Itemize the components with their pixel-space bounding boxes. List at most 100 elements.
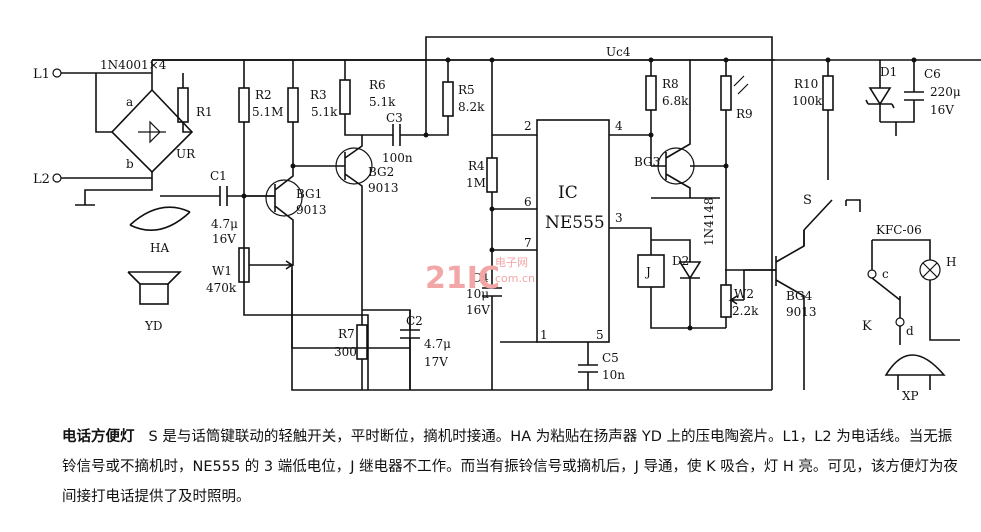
caption-title: 电话方便灯 — [62, 429, 135, 445]
transistor-bg2: BG2 9013 — [335, 135, 399, 310]
svg-text:100k: 100k — [792, 94, 823, 108]
svg-text:YD: YD — [144, 319, 163, 333]
svg-text:J: J — [644, 265, 651, 279]
svg-text:D1: D1 — [880, 65, 897, 79]
capacitor-c4: C4 10μ 16V — [466, 209, 537, 390]
svg-text:5: 5 — [596, 328, 604, 342]
svg-text:3: 3 — [615, 211, 623, 225]
svg-text:R7: R7 — [338, 327, 355, 341]
svg-text:4: 4 — [615, 119, 623, 133]
terminal-l2: L2 — [33, 172, 62, 187]
svg-text:10μ: 10μ — [466, 287, 489, 301]
caption-body: S 是与话筒键联动的轻触开关，平时断位，摘机时接通。HA 为粘贴在扬声器 YD … — [62, 429, 958, 505]
resistor-r10: R10 100k — [792, 57, 834, 180]
label-l2: L2 — [33, 172, 50, 187]
label-uc4: Uc4 — [606, 45, 631, 59]
svg-text:BG4: BG4 — [786, 289, 813, 303]
svg-text:XP: XP — [902, 389, 919, 403]
svg-text:9013: 9013 — [786, 305, 817, 319]
svg-text:C6: C6 — [924, 67, 941, 81]
svg-text:K: K — [862, 319, 872, 334]
svg-text:S: S — [803, 193, 812, 208]
svg-text:C5: C5 — [602, 351, 619, 365]
svg-text:R10: R10 — [794, 77, 818, 91]
svg-text:R8: R8 — [662, 77, 679, 91]
svg-text:100n: 100n — [382, 151, 413, 165]
svg-text:d: d — [906, 324, 914, 338]
potentiometer-w1: W1 470k — [206, 247, 295, 295]
svg-text:BG3: BG3 — [634, 155, 660, 169]
svg-text:R9: R9 — [736, 107, 753, 121]
svg-text:6.8k: 6.8k — [662, 94, 689, 108]
label-l1: L1 — [33, 67, 50, 82]
svg-text:1: 1 — [540, 328, 548, 342]
diode-d2: D2 1N4148 — [651, 197, 716, 331]
svg-text:BG1: BG1 — [296, 187, 322, 201]
svg-text:R1: R1 — [196, 105, 213, 119]
svg-text:21IC: 21IC — [425, 261, 500, 296]
watermark: 21IC 电子网 com.cn — [425, 256, 535, 296]
svg-text:2: 2 — [524, 119, 532, 133]
resistor-r6: R6 5.1k — [339, 60, 396, 136]
capacitor-c6: C6 220μ 16V — [880, 57, 961, 136]
svg-text:C4: C4 — [472, 271, 489, 285]
svg-text:2.2k: 2.2k — [732, 304, 759, 318]
zener-d1: D1 — [865, 60, 897, 122]
svg-text:com.cn: com.cn — [495, 272, 535, 285]
svg-text:R3: R3 — [310, 88, 327, 102]
svg-text:电子网: 电子网 — [495, 256, 528, 269]
potentiometer-w2: W2 2.2k — [720, 284, 759, 328]
resistor-r1: R1 — [177, 73, 213, 133]
svg-text:D2: D2 — [672, 254, 689, 268]
svg-text:C2: C2 — [406, 314, 423, 328]
svg-text:NE555: NE555 — [545, 213, 605, 233]
svg-text:9013: 9013 — [368, 181, 399, 195]
svg-text:16V: 16V — [212, 232, 236, 246]
resistor-r9: R9 — [720, 57, 753, 285]
switch-s: S — [803, 193, 861, 246]
svg-text:16V: 16V — [930, 103, 954, 117]
circuit-schematic: L1 L2 1N4001×4 a b UR R1 R2 5.1M R3 — [33, 36, 981, 403]
svg-text:c: c — [882, 267, 889, 281]
svg-text:4.7μ: 4.7μ — [211, 217, 238, 231]
capacitor-c3: C3 100n — [375, 111, 426, 165]
svg-text:5.1k: 5.1k — [369, 95, 396, 109]
svg-text:5.1M: 5.1M — [252, 105, 283, 119]
resistor-r8: R8 6.8k — [645, 57, 689, 150]
svg-text:BG2: BG2 — [368, 165, 394, 179]
resistor-r3: R3 5.1k — [287, 60, 345, 169]
svg-text:C1: C1 — [210, 169, 227, 183]
svg-text:HA: HA — [150, 241, 169, 255]
label-bridge-b: b — [126, 157, 134, 171]
svg-text:H: H — [946, 255, 956, 269]
svg-text:W1: W1 — [212, 264, 232, 278]
label-ur: UR — [176, 147, 196, 161]
svg-text:1N4148: 1N4148 — [702, 197, 716, 246]
svg-text:1M: 1M — [466, 176, 486, 190]
speaker-yd: YD — [127, 271, 182, 333]
capacitor-c1: C1 4.7μ 16V — [160, 169, 275, 246]
svg-text:R5: R5 — [458, 83, 475, 97]
svg-text:5.1k: 5.1k — [311, 105, 338, 119]
svg-text:R2: R2 — [255, 88, 272, 102]
svg-text:4.7μ: 4.7μ — [424, 337, 451, 351]
terminal-l1: L1 — [33, 67, 62, 82]
resistor-r7: R7 300 — [334, 310, 368, 390]
svg-text:300: 300 — [334, 345, 357, 359]
svg-text:KFC-06: KFC-06 — [876, 223, 922, 237]
resistor-r5: R5 8.2k — [426, 57, 485, 136]
piezo-ha: HA — [129, 206, 191, 255]
svg-text:7: 7 — [524, 236, 532, 250]
label-bridge-a: a — [126, 95, 133, 109]
label-diodes: 1N4001×4 — [100, 58, 167, 72]
transistor-bg3: BG3 — [634, 60, 695, 198]
svg-text:R6: R6 — [369, 78, 386, 92]
svg-text:8.2k: 8.2k — [458, 100, 485, 114]
svg-text:16V: 16V — [466, 303, 490, 317]
relay-j: J — [609, 227, 726, 329]
svg-text:17V: 17V — [424, 355, 448, 369]
svg-text:220μ: 220μ — [930, 85, 961, 99]
svg-text:6: 6 — [524, 195, 532, 209]
svg-text:9013: 9013 — [296, 203, 327, 217]
